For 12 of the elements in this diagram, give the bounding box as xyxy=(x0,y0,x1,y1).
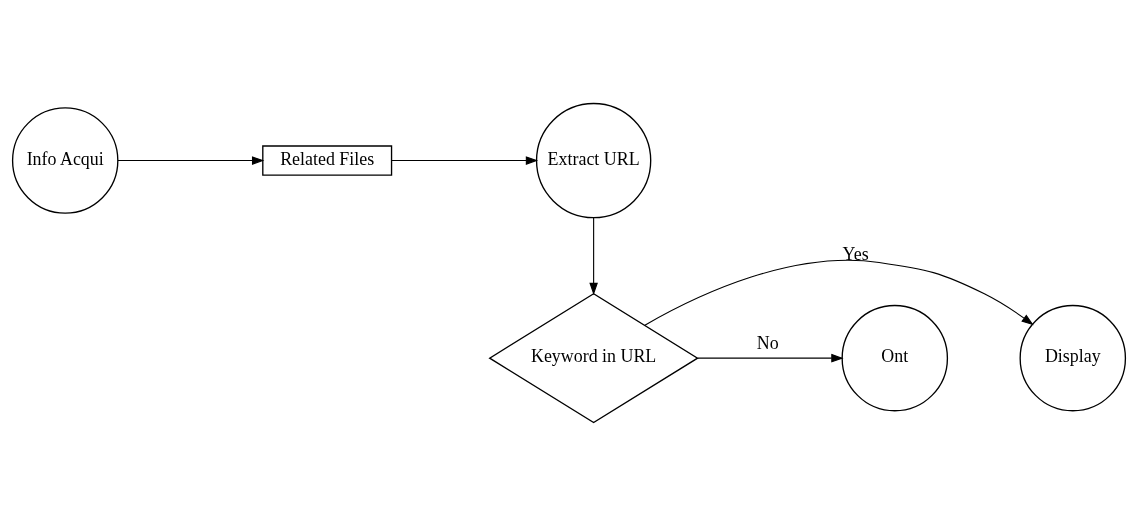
edge-label: No xyxy=(756,332,779,353)
arrow xyxy=(391,155,539,165)
node-circle: Info Acqui xyxy=(11,106,119,214)
node-diamond: Keyword in URL xyxy=(488,292,699,423)
node-box: Related Files xyxy=(262,144,393,176)
arrow xyxy=(697,353,844,362)
arrow xyxy=(644,259,1034,326)
arrow xyxy=(117,155,265,165)
arrow xyxy=(589,216,598,295)
node-circle: Extract URL xyxy=(535,102,652,218)
node-circle: Ont xyxy=(841,304,949,411)
edge-label: Yes xyxy=(842,243,869,264)
